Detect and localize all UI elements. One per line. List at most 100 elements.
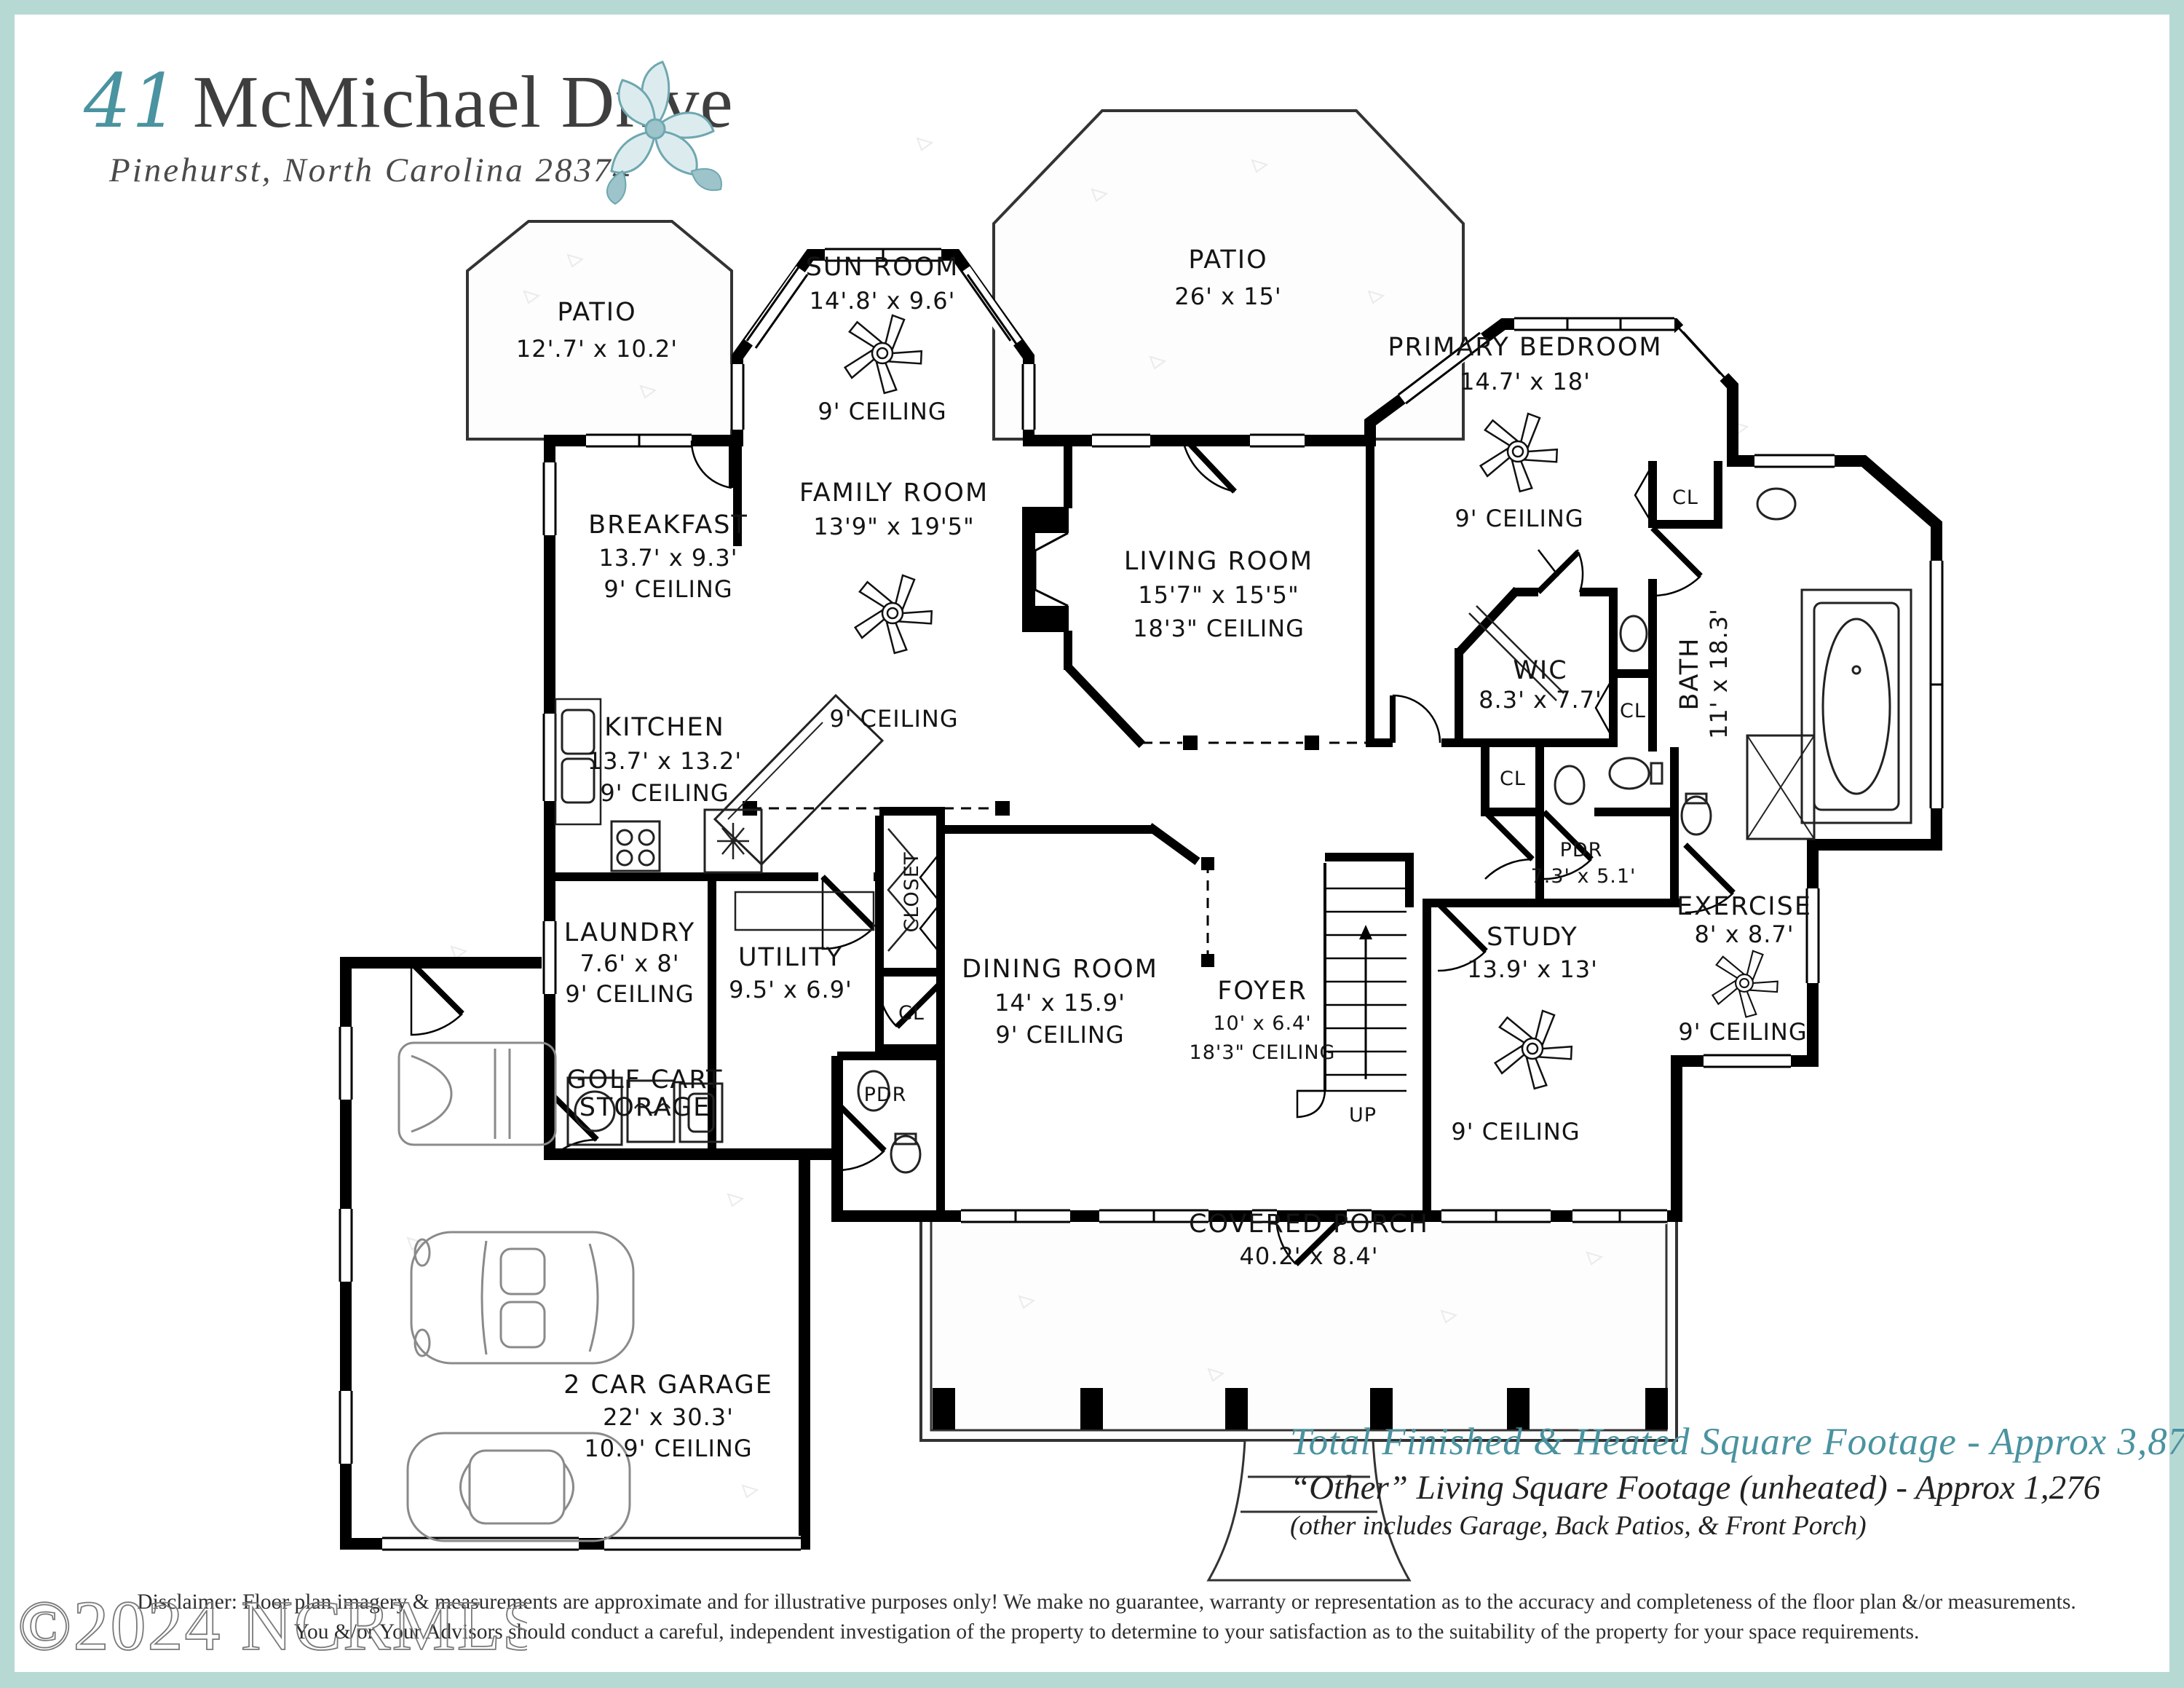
- golf-cart-icon: [397, 1041, 557, 1146]
- washer-icon: [566, 1076, 623, 1146]
- label-wic-name: WIC: [1513, 656, 1567, 685]
- label-cl-bath: CL: [1672, 486, 1698, 509]
- label-breakfast-ceiling: 9' CEILING: [604, 575, 732, 603]
- label-foyer-name: FOYER: [1217, 977, 1307, 1006]
- label-cl-suite: CL: [1620, 700, 1646, 722]
- label-foyer-ceiling: 18'3" CEILING: [1190, 1041, 1336, 1064]
- fridge-icon: [703, 808, 763, 874]
- label-exercise-dims: 8' x 8.7': [1694, 920, 1794, 948]
- porch-inner-line: [930, 1218, 1668, 1432]
- label-family-room-dims: 13'9" x 19'5": [813, 513, 974, 540]
- cased-openings: [743, 735, 1370, 967]
- label-foyer-dims: 10' x 6.4': [1213, 1012, 1311, 1035]
- pdr-sink-icon: [857, 1070, 890, 1112]
- pdr2-sink-icon: [1554, 765, 1586, 805]
- label-pdr-hall: PDR: [864, 1084, 907, 1106]
- label-patio-back-name: PATIO: [1188, 245, 1267, 275]
- shower-icon: [1746, 734, 1816, 840]
- label-kitchen-name: KITCHEN: [604, 713, 725, 742]
- address-line: Pinehurst, North Carolina 28374: [109, 151, 632, 189]
- label-garage-name: 2 CAR GARAGE: [563, 1370, 773, 1400]
- label-wic-dims: 8.3' x 7.7': [1479, 686, 1602, 714]
- label-exercise-name: EXERCISE: [1677, 892, 1812, 921]
- label-patio-left-dims: 12'.7' x 10.2': [516, 335, 678, 363]
- kitchen-island: [713, 693, 885, 867]
- label-dining-room-ceiling: 9' CEILING: [995, 1021, 1124, 1049]
- other-sqft-note: (other includes Garage, Back Patios, & F…: [1290, 1511, 1867, 1541]
- label-golf-cart-line2: STORAGE: [579, 1093, 711, 1122]
- label-family-room-ceiling: 9' CEILING: [829, 705, 958, 733]
- ceiling-fan-icon: [1709, 950, 1781, 1021]
- label-golf-cart-line1: GOLF CART: [567, 1065, 724, 1095]
- porch-columns: [933, 1388, 1668, 1429]
- windows: [338, 247, 1944, 1552]
- bathtub-icon: [1821, 618, 1891, 795]
- label-kitchen-ceiling: 9' CEILING: [600, 779, 729, 807]
- magnolia-flower-icon: [606, 60, 722, 205]
- label-family-room-name: FAMILY ROOM: [799, 478, 989, 508]
- pdr2-toilet-icon: [1608, 757, 1650, 790]
- label-exercise-ceiling: 9' CEILING: [1678, 1018, 1807, 1046]
- label-stairs-up: UP: [1349, 1104, 1377, 1127]
- label-bath-name: BATH: [1675, 637, 1704, 711]
- watermark-text: ©2024 NCRMLS: [17, 1587, 527, 1665]
- label-primary-bedroom-ceiling: 9' CEILING: [1455, 505, 1583, 532]
- label-pdr-study-dims: 7.3' x 5.1': [1531, 865, 1637, 888]
- wic-rod: [1468, 605, 1564, 701]
- label-patio-left-name: PATIO: [557, 298, 636, 327]
- label-dining-room-dims: 14' x 15.9': [994, 989, 1125, 1017]
- tub-surround: [1800, 588, 1912, 824]
- patio-outlines: [466, 109, 1678, 1442]
- doors: [409, 438, 1736, 1266]
- label-dining-room-name: DINING ROOM: [962, 955, 1158, 984]
- label-utility-dims: 9.5' x 6.9': [729, 976, 852, 1003]
- label-breakfast-name: BREAKFAST: [588, 510, 748, 540]
- closet-rod: [887, 828, 916, 952]
- bath-toilet-icon: [1680, 795, 1712, 836]
- label-garage-ceiling: 10.9' CEILING: [584, 1435, 752, 1462]
- label-cl-hall: CL: [1500, 768, 1526, 790]
- ceiling-fan-icon: [841, 314, 926, 398]
- label-sun-room-dims: 14'.8' x 9.6': [810, 287, 956, 315]
- label-laundry-dims: 7.6' x 8': [579, 950, 679, 977]
- label-cl-closet: CL: [898, 1002, 925, 1025]
- convertible-icon: [410, 1231, 635, 1365]
- other-sqft-line: “Other” Living Square Footage (unheated)…: [1290, 1469, 2101, 1507]
- disclaimer-line1: Disclaimer: Floor plan imagery & measure…: [137, 1590, 2076, 1614]
- label-pdr-study-name: PDR: [1560, 839, 1603, 861]
- interior-walls: [544, 441, 1733, 1220]
- floor-plan-svg: PATIO 12'.7' x 10.2' SUN ROOM 14'.8' x 9…: [338, 109, 1944, 1582]
- label-sun-room-name: SUN ROOM: [806, 253, 960, 282]
- pdr-toilet-icon: [890, 1135, 922, 1174]
- label-living-room-dims: 15'7" x 15'5": [1138, 581, 1299, 609]
- label-living-room-ceiling: 18'3" CEILING: [1133, 615, 1305, 642]
- label-sun-room-ceiling: 9' CEILING: [818, 398, 946, 425]
- vehicles: [397, 1041, 635, 1542]
- ceiling-fan-icon: [1491, 1009, 1576, 1093]
- label-laundry-ceiling: 9' CEILING: [565, 980, 694, 1008]
- stove-icon: [610, 820, 661, 872]
- square-footage-notes: Total Finished & Heated Square Footage -…: [1290, 1420, 2184, 1542]
- fixtures: [554, 487, 1912, 1174]
- street-number: 41: [84, 58, 180, 145]
- floor-plan-page: PATIO 12'.7' x 10.2' SUN ROOM 14'.8' x 9…: [15, 15, 2184, 1672]
- label-laundry-name: LAUNDRY: [564, 918, 695, 947]
- car-icon: [406, 1432, 631, 1542]
- vanity-sink-icon: [1619, 615, 1648, 652]
- fireplace: [1022, 507, 1069, 632]
- staircase: [1296, 863, 1406, 1119]
- label-study-ceiling: 9' CEILING: [1451, 1118, 1580, 1145]
- label-study-name: STUDY: [1487, 923, 1578, 952]
- laundry-basin-icon: [626, 1079, 676, 1143]
- heated-sqft-line: Total Finished & Heated Square Footage -…: [1290, 1421, 2184, 1463]
- label-living-room-name: LIVING ROOM: [1124, 547, 1313, 576]
- ceiling-fan-icon: [851, 574, 936, 658]
- label-bath-dims: 11' x 18.3': [1705, 608, 1733, 739]
- label-porch-name: COVERED PORCH: [1189, 1210, 1429, 1239]
- label-primary-bedroom-name: PRIMARY BEDROOM: [1388, 333, 1662, 362]
- label-kitchen-dims: 13.7' x 13.2': [587, 747, 742, 775]
- label-primary-bedroom-dims: 14.7' x 18': [1460, 368, 1591, 395]
- laundry-sink-icon: [678, 1082, 724, 1143]
- ceiling-fan-icon: [1476, 412, 1562, 496]
